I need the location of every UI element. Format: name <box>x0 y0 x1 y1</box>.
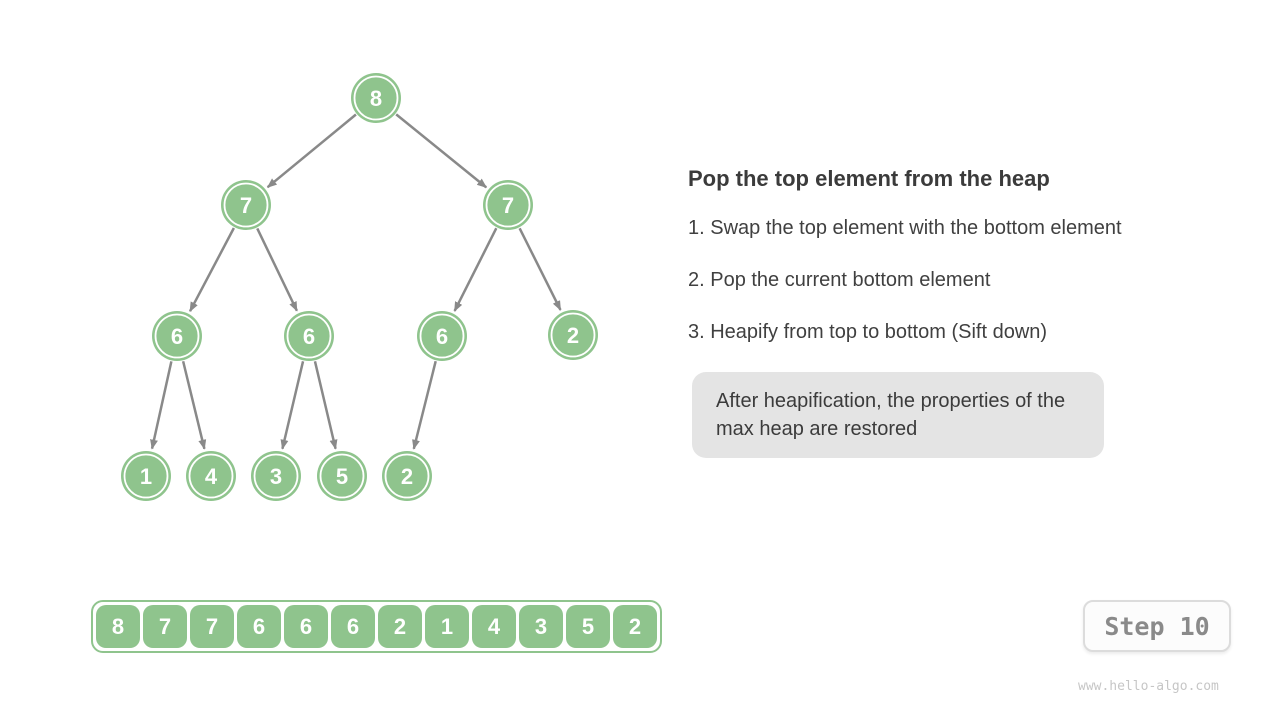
array-cell: 8 <box>96 605 140 648</box>
node-value: 5 <box>336 464 348 489</box>
array-cell: 1 <box>425 605 469 648</box>
tree-edge <box>412 360 437 450</box>
node-value: 2 <box>401 464 413 489</box>
tree-edge <box>150 361 173 450</box>
node-value: 2 <box>567 323 579 348</box>
array-cell: 6 <box>237 605 281 648</box>
node-inner-ring <box>384 453 430 499</box>
array-cell: 6 <box>331 605 375 648</box>
instructions-title: Pop the top element from the heap <box>688 166 1050 191</box>
node-inner-ring <box>485 182 531 228</box>
node-value: 6 <box>436 324 448 349</box>
node-inner-ring <box>550 312 596 358</box>
tree-node: 8 <box>351 73 401 123</box>
tree-node: 4 <box>186 451 236 501</box>
heap-tree-diagram: 8 7 7 6 6 6 2 1 4 3 5 2 <box>121 73 598 501</box>
step-indicator: Step 10 <box>1083 600 1231 652</box>
array-cell: 7 <box>190 605 234 648</box>
node-value: 6 <box>171 324 183 349</box>
node-value: 1 <box>140 464 152 489</box>
tree-edge <box>395 113 488 189</box>
instruction-step: 2. Pop the current bottom element <box>688 269 991 291</box>
instruction-step: 1. Swap the top element with the bottom … <box>688 217 1122 239</box>
node-inner-ring <box>123 453 169 499</box>
tree-node: 6 <box>152 311 202 361</box>
array-cell: 6 <box>284 605 328 648</box>
array-cell: 7 <box>143 605 187 648</box>
node-inner-ring <box>223 182 269 228</box>
node-value: 7 <box>502 193 514 218</box>
tree-edge <box>280 361 305 450</box>
callout-note: After heapification, the properties of t… <box>692 372 1104 458</box>
node-inner-ring <box>319 453 365 499</box>
node-value: 6 <box>303 324 315 349</box>
node-value: 7 <box>240 193 252 218</box>
tree-node: 7 <box>483 180 533 230</box>
tree-node: 3 <box>251 451 301 501</box>
node-inner-ring <box>154 313 200 359</box>
tree-edge <box>453 227 498 312</box>
array-cell: 4 <box>472 605 516 648</box>
array-cell: 2 <box>378 605 422 648</box>
tree-node: 1 <box>121 451 171 501</box>
tree-node: 2 <box>382 451 432 501</box>
tree-edge <box>181 360 207 450</box>
tree-edge <box>188 227 235 313</box>
tree-edge <box>256 227 298 312</box>
tree-node: 5 <box>317 451 367 501</box>
instructions-list: 1. Swap the top element with the bottom … <box>688 214 1122 370</box>
node-inner-ring <box>353 75 399 121</box>
tree-node: 6 <box>284 311 334 361</box>
tree-edge <box>518 227 562 311</box>
node-inner-ring <box>253 453 299 499</box>
node-inner-ring <box>286 313 332 359</box>
node-inner-ring <box>419 313 465 359</box>
node-value: 8 <box>370 86 382 111</box>
node-value: 3 <box>270 464 282 489</box>
node-inner-ring <box>188 453 234 499</box>
node-value: 4 <box>205 464 218 489</box>
tree-edge <box>266 113 357 189</box>
tree-node: 6 <box>417 311 467 361</box>
watermark-url: www.hello-algo.com <box>1078 679 1219 694</box>
tree-edge <box>313 361 338 450</box>
instruction-step: 3. Heapify from top to bottom (Sift down… <box>688 321 1048 343</box>
array-cell: 5 <box>566 605 610 648</box>
tree-node: 2 <box>548 310 598 360</box>
tree-node: 7 <box>221 180 271 230</box>
array-cell: 3 <box>519 605 563 648</box>
array-cell: 2 <box>613 605 657 648</box>
